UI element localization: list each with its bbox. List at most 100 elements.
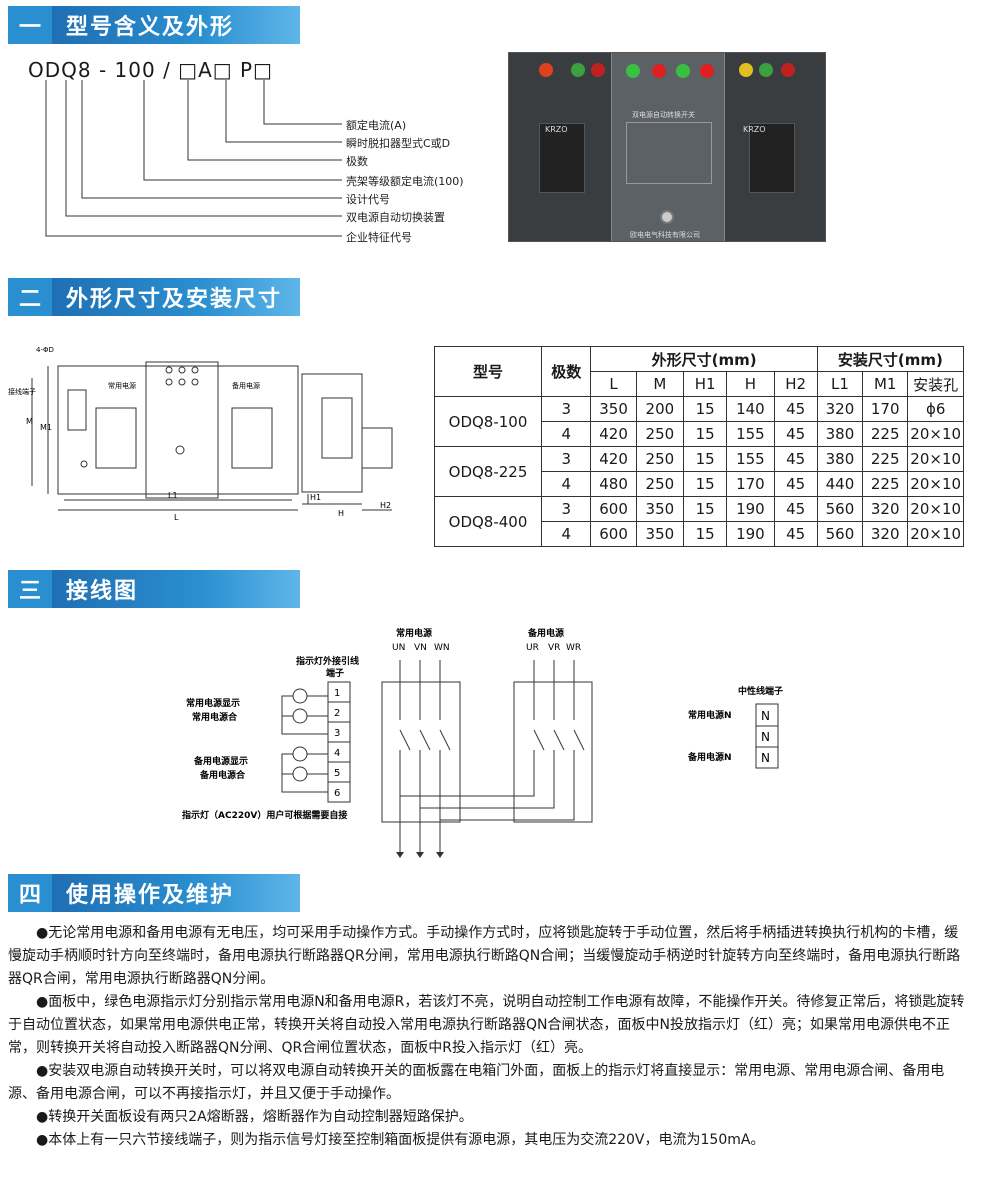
panel-title: 双电源自动转换开关 — [632, 111, 695, 119]
usage-text: ●无论常用电源和备用电源有无电压，均可采用手动操作方式。手动操作方式时，应将锁匙… — [8, 922, 968, 1152]
col-header: H1 — [683, 371, 728, 397]
dim-h1-label: H1 — [310, 493, 321, 502]
neutral-backup-label: 备用电源N — [687, 751, 732, 763]
model-cell: ODQ8-100 — [433, 396, 543, 447]
phase-label: UN — [392, 643, 405, 653]
normal-power-label: 常用电源 — [108, 381, 136, 390]
table-cell: 45 — [773, 471, 818, 497]
breaker-icon — [749, 123, 795, 193]
table-cell: 440 — [816, 471, 864, 497]
neutral-box: N — [761, 730, 770, 744]
backup-power-label: 备用电源 — [232, 381, 260, 390]
neutral-normal-label: 常用电源N — [688, 709, 732, 721]
table-cell: 15 — [683, 496, 728, 522]
model-cell: ODQ8-225 — [433, 446, 543, 497]
company-label: 欧电电气科技有限公司 — [630, 231, 700, 239]
dim-m-label: M — [26, 417, 33, 426]
indicator-lamp-icon — [626, 64, 640, 78]
table-cell: 4 — [541, 421, 592, 447]
col-header: L1 — [816, 371, 864, 397]
table-cell: 15 — [683, 396, 728, 422]
table-cell: 15 — [683, 421, 728, 447]
model-code: ODQ8 - 100 / □A□ P□ — [28, 58, 273, 82]
dim-h-label: H — [338, 509, 344, 518]
terminal-number: 3 — [334, 728, 340, 739]
section-header-3: 三 接线图 — [8, 570, 300, 608]
terminal-icon — [539, 63, 553, 77]
table-cell: 45 — [773, 446, 818, 472]
table-cell: 560 — [816, 496, 864, 522]
terminal-number: 1 — [334, 688, 340, 699]
table-cell: 3 — [541, 496, 592, 522]
terminal-number: 6 — [334, 788, 340, 799]
table-cell: 15 — [683, 521, 728, 547]
table-cell: 250 — [635, 421, 685, 447]
table-cell: 320 — [862, 496, 909, 522]
usage-paragraph: ●安装双电源自动转换开关时，可以将双电源自动转换开关的面板露在电箱门外面，面板上… — [8, 1063, 945, 1102]
terminal-icon — [759, 63, 773, 77]
section-title: 接线图 — [52, 570, 300, 608]
table-cell: ϕ6 — [907, 396, 964, 422]
terminal-block-icon — [67, 389, 87, 431]
section-header-4: 四 使用操作及维护 — [8, 874, 300, 912]
phase-label: WR — [566, 643, 581, 653]
table-cell: 480 — [590, 471, 637, 497]
table-cell: 600 — [590, 521, 637, 547]
table-cell: 155 — [726, 421, 775, 447]
indicator-lamp-icon — [700, 64, 714, 78]
col-header: 安装孔 — [907, 371, 964, 397]
neutral-box: N — [761, 751, 770, 765]
phase-label: VR — [548, 643, 560, 653]
table-cell: 600 — [590, 496, 637, 522]
code-item-ats-device: 双电源自动切换装置 — [346, 211, 445, 224]
table-cell: 420 — [590, 446, 637, 472]
model-cell: ODQ8-400 — [433, 496, 543, 547]
backup-close-label: 备用电源合 — [199, 769, 246, 781]
terminal-number: 4 — [334, 748, 340, 759]
section-header-1: 一 型号含义及外形 — [8, 6, 300, 44]
table-cell: 140 — [726, 396, 775, 422]
usage-paragraph: ●本体上有一只六节接线端子，则为指示信号灯接至控制箱面板提供有源电源，其电压为交… — [36, 1132, 765, 1148]
code-item-rated-current: 额定电流(A) — [346, 119, 407, 132]
control-panel: 双电源自动转换开关 欧电电气科技有限公司 — [611, 53, 725, 241]
brand-label: KRZO — [545, 125, 568, 134]
terminal-label: 接线端子 — [8, 387, 36, 396]
code-item-enterprise-code: 企业特征代号 — [346, 231, 412, 244]
section-number: 二 — [8, 278, 52, 316]
table-cell: 225 — [862, 471, 909, 497]
header-mounting: 安装尺寸(mm) — [816, 346, 965, 372]
col-header: M1 — [862, 371, 909, 397]
table-cell: 420 — [590, 421, 637, 447]
normal-close-label: 常用电源合 — [192, 711, 238, 723]
phase-label: WN — [434, 643, 450, 653]
table-cell: 3 — [541, 446, 592, 472]
section-number: 四 — [8, 874, 52, 912]
table-cell: 350 — [635, 521, 685, 547]
table-cell: 560 — [816, 521, 864, 547]
col-header: M — [635, 371, 685, 397]
table-cell: 320 — [816, 396, 864, 422]
header-poles: 极数 — [541, 346, 592, 397]
terminal-number: 2 — [334, 708, 340, 719]
usage-paragraph: ●无论常用电源和备用电源有无电压，均可采用手动操作方式。手动操作方式时，应将锁匙… — [8, 925, 961, 987]
table-cell: 4 — [541, 521, 592, 547]
breaker-icon — [539, 123, 585, 193]
dim-l1-label: L1 — [168, 491, 178, 500]
backup-display-label: 备用电源显示 — [193, 755, 248, 767]
section-header-2: 二 外形尺寸及安装尺寸 — [8, 278, 300, 316]
table-cell: 250 — [635, 471, 685, 497]
table-cell: 15 — [683, 471, 728, 497]
table-cell: 20×10 — [907, 421, 964, 447]
header-model: 型号 — [433, 346, 543, 397]
table-cell: 225 — [862, 421, 909, 447]
indicator-lamp-icon — [652, 64, 666, 78]
model-code-brackets — [45, 80, 342, 237]
table-cell: 170 — [862, 396, 909, 422]
dim-l-label: L — [174, 513, 179, 522]
code-item-trip-type: 瞬时脱扣器型式C或D — [346, 137, 451, 150]
table-cell: 45 — [773, 396, 818, 422]
